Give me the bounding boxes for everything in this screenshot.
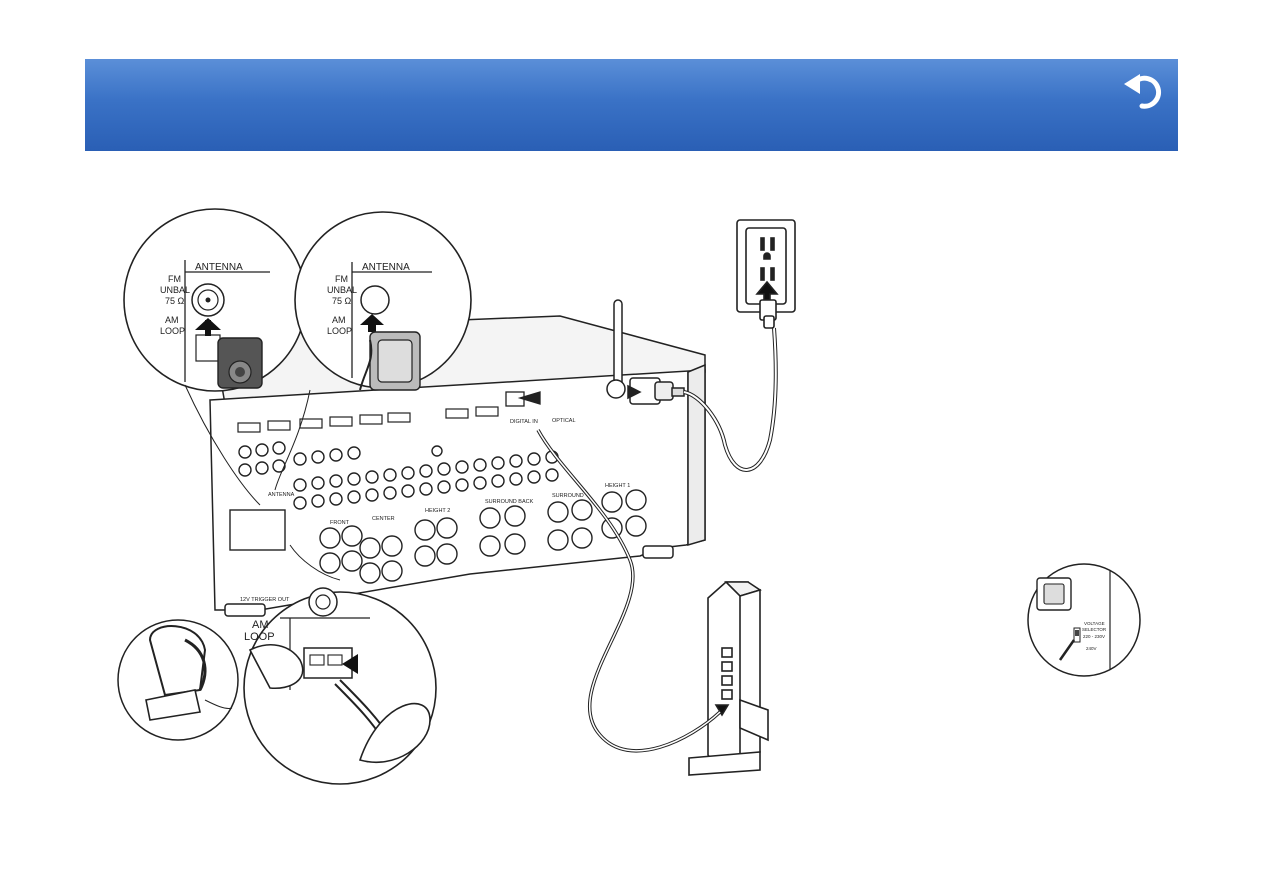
svg-text:LOOP: LOOP xyxy=(327,326,352,336)
label-height-1: HEIGHT 1 xyxy=(605,483,630,489)
svg-text:LOOP: LOOP xyxy=(160,326,185,336)
am-loop-callout xyxy=(117,619,239,741)
svg-text:SELECTOR: SELECTOR xyxy=(1082,627,1107,632)
label-center: CENTER xyxy=(372,516,395,522)
panel-labels: FRONT CENTER HEIGHT 2 SURROUND BACK SURR… xyxy=(240,418,630,603)
am-detail-callout: AM LOOP xyxy=(243,587,437,785)
speaker-terminals xyxy=(229,489,647,584)
label-surround-back: SURROUND BACK xyxy=(485,499,534,505)
svg-text:UNBAL: UNBAL xyxy=(327,285,357,295)
label-front: FRONT xyxy=(330,520,350,526)
svg-text:AM: AM xyxy=(165,315,179,325)
svg-text:LOOP: LOOP xyxy=(244,631,275,643)
ac-inlet-plug xyxy=(627,377,685,405)
hdmi-terminals xyxy=(237,406,499,433)
header-banner xyxy=(85,59,1178,151)
label-optical: OPTICAL xyxy=(552,418,576,424)
svg-text:VOLTAGE: VOLTAGE xyxy=(1084,621,1105,626)
wireless-antenna xyxy=(606,299,626,399)
fm-plug-callout: FM UNBAL 75 Ω ANTENNA AM LOOP xyxy=(294,211,472,391)
voltage-selector-callout: VOLTAGE SELECTOR 220 - 230V 240V xyxy=(1027,563,1141,677)
label-height-2: HEIGHT 2 xyxy=(425,508,450,514)
back-arrow-icon[interactable] xyxy=(1120,72,1166,112)
svg-text:220 - 230V: 220 - 230V xyxy=(1083,634,1105,639)
svg-text:240V: 240V xyxy=(1086,646,1097,651)
svg-text:FM: FM xyxy=(168,274,181,284)
network-port xyxy=(505,391,541,407)
svg-text:UNBAL: UNBAL xyxy=(160,285,190,295)
label-digital-in: DIGITAL IN xyxy=(510,419,538,425)
rca-jacks xyxy=(238,441,559,510)
fm-antenna-callout: FM UNBAL 75 Ω ANTENNA AM LOOP xyxy=(123,208,307,392)
svg-text:AM: AM xyxy=(252,619,269,631)
svg-text:75 Ω: 75 Ω xyxy=(332,296,352,306)
network-router xyxy=(688,581,769,776)
wall-outlet xyxy=(736,219,796,329)
svg-text:ANTENNA: ANTENNA xyxy=(195,262,243,273)
label-12v-trigger: 12V TRIGGER OUT xyxy=(240,597,290,603)
svg-text:ANTENNA: ANTENNA xyxy=(362,262,410,273)
svg-text:FM: FM xyxy=(335,274,348,284)
label-antenna: ANTENNA xyxy=(268,492,295,498)
svg-text:AM: AM xyxy=(332,315,346,325)
label-surround: SURROUND xyxy=(552,493,584,499)
svg-text:75 Ω: 75 Ω xyxy=(165,296,185,306)
